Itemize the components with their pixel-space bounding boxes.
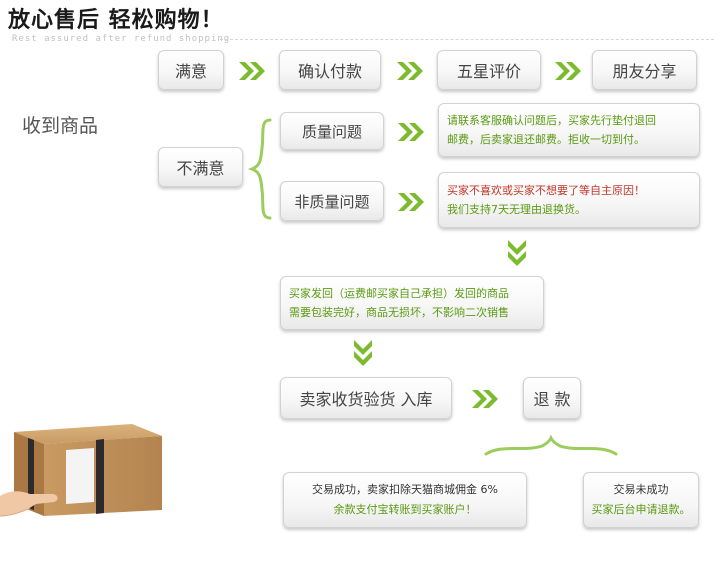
double-arrow-down-icon bbox=[354, 340, 372, 366]
package-delivery-illustration bbox=[0, 424, 162, 517]
outcome-fail-line-2: 买家后台申请退款。 bbox=[591, 503, 691, 516]
non-quality-issue-note-line-1: 买家不喜欢或买家不想要了等自主原因！ bbox=[447, 184, 645, 197]
double-arrow-right-icon bbox=[555, 62, 581, 80]
step-confirm-payment-label: 确认付款 bbox=[297, 62, 362, 81]
return-shipping-note: 买家发回（运费邮买家自己承担）发回的商品 需要包装完好，商品无损坏，不影响二次销… bbox=[280, 276, 544, 330]
outcome-success-line-2: 余款支付宝转账到买家账户！ bbox=[333, 503, 477, 516]
step-unsatisfied: 不满意 bbox=[158, 147, 243, 187]
step-five-star-review-label: 五星评价 bbox=[456, 62, 521, 81]
double-arrow-right-icon bbox=[397, 62, 423, 80]
step-seller-inspection-label: 卖家收货验货 入库 bbox=[299, 390, 433, 409]
step-refund: 退 款 bbox=[523, 377, 581, 419]
outcome-fail-line-1: 交易未成功 bbox=[613, 483, 669, 496]
outcome-fail: 交易未成功 买家后台申请退款。 bbox=[583, 472, 699, 528]
step-five-star-review: 五星评价 bbox=[437, 50, 541, 90]
quality-issue-note: 请联系客服确认问题后，买家先行垫付退回 邮费，后卖家退还邮费。拒收一切到付。 bbox=[438, 103, 700, 157]
outcome-success: 交易成功，卖家扣除天猫商城佣金 6% 余款支付宝转账到买家账户！ bbox=[283, 472, 527, 528]
step-confirm-payment: 确认付款 bbox=[279, 50, 381, 90]
outcome-success-line-1: 交易成功，卖家扣除天猫商城佣金 6% bbox=[312, 483, 498, 496]
step-non-quality-issue-label: 非质量问题 bbox=[294, 192, 370, 211]
double-arrow-right-icon bbox=[398, 123, 424, 141]
brace-icon bbox=[247, 118, 272, 220]
quality-issue-note-line-1: 请联系客服确认问题后，买家先行垫付退回 bbox=[447, 114, 656, 127]
step-satisfied: 满意 bbox=[158, 50, 224, 90]
return-shipping-note-line-1: 买家发回（运费邮买家自己承担）发回的商品 bbox=[289, 287, 509, 300]
step-seller-inspection: 卖家收货验货 入库 bbox=[280, 377, 452, 419]
step-non-quality-issue: 非质量问题 bbox=[280, 181, 384, 221]
brace-icon bbox=[484, 434, 618, 456]
header-divider bbox=[220, 39, 714, 40]
double-arrow-down-icon bbox=[508, 240, 526, 266]
return-shipping-note-line-2: 需要包装完好，商品无损坏，不影响二次销售 bbox=[289, 306, 509, 319]
step-quality-issue: 质量问题 bbox=[280, 112, 384, 150]
step-share-friends: 朋友分享 bbox=[592, 50, 697, 90]
step-refund-label: 退 款 bbox=[533, 390, 571, 409]
non-quality-issue-note: 买家不喜欢或买家不想要了等自主原因！ 我们支持7天无理由退换货。 bbox=[438, 172, 700, 228]
step-satisfied-label: 满意 bbox=[174, 62, 207, 81]
page-title: 放心售后 轻松购物！ bbox=[8, 8, 224, 33]
step-share-friends-label: 朋友分享 bbox=[612, 62, 677, 81]
quality-issue-note-line-2: 邮费，后卖家退还邮费。拒收一切到付。 bbox=[447, 133, 645, 146]
page-subtitle: Rest assured after refund shopping bbox=[12, 34, 231, 44]
step-unsatisfied-label: 不满意 bbox=[176, 159, 225, 178]
double-arrow-right-icon bbox=[239, 62, 265, 80]
receive-goods-label: 收到商品 bbox=[22, 115, 99, 137]
step-quality-issue-label: 质量问题 bbox=[301, 122, 362, 141]
double-arrow-right-icon bbox=[398, 193, 424, 211]
non-quality-issue-note-line-2: 我们支持7天无理由退换货。 bbox=[447, 203, 586, 216]
double-arrow-right-icon bbox=[472, 390, 498, 408]
